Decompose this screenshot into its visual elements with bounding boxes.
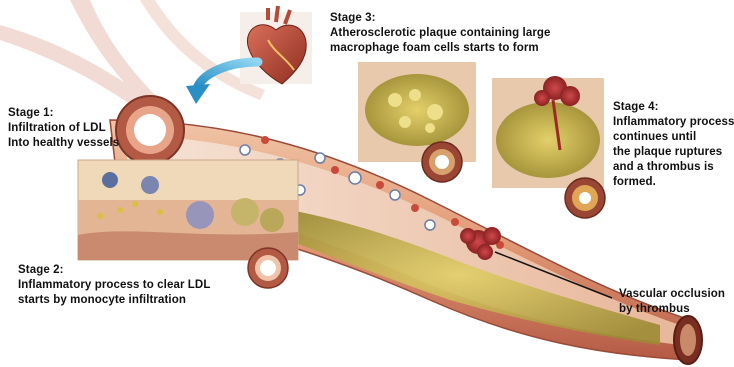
stage3-label-line: macrophage foam cells starts to form: [330, 41, 551, 56]
heart-illustration: [240, 6, 312, 84]
stage1-label-line: Stage 1:: [8, 106, 119, 121]
stage3-inset: [358, 62, 476, 162]
stage3-label-line: Stage 3:: [330, 11, 551, 26]
stage4-vessel-ring: [565, 178, 605, 218]
stage4-label-line: Inflammatory process: [613, 115, 734, 130]
stage2-vessel-ring: [248, 248, 288, 288]
stage1-label-line: Infiltration of LDL: [8, 121, 119, 136]
occlusion-label-line: by thrombus: [619, 302, 725, 317]
stage4-inset: [492, 76, 604, 188]
stage4-label-line: formed.: [613, 175, 734, 190]
stage2-label-line: Stage 2:: [18, 263, 210, 278]
stage1-vessel-ring: [116, 96, 184, 164]
stage1-label-line: Into healthy vessels: [8, 136, 119, 151]
stage2-label-line: Inflammatory process to clear LDL: [18, 278, 210, 293]
occlusion-label: Vascular occlusion by thrombus: [619, 287, 725, 317]
stage3-label: Stage 3: Atherosclerotic plaque containi…: [330, 11, 551, 56]
stage4-label-line: the plaque ruptures: [613, 145, 734, 160]
stage2-label-line: starts by monocyte infiltration: [18, 293, 210, 308]
stage3-vessel-ring: [422, 142, 462, 182]
stage4-label-line: Stage 4:: [613, 100, 734, 115]
stage2-label: Stage 2: Inflammatory process to clear L…: [18, 263, 210, 308]
stage4-label: Stage 4: Inflammatory process continues …: [613, 100, 734, 190]
stage1-label: Stage 1: Infiltration of LDL Into health…: [8, 106, 119, 151]
stage4-label-line: and a thrombus is: [613, 160, 734, 175]
stage2-inset: [78, 160, 298, 260]
stage3-label-line: Atherosclerotic plaque containing large: [330, 26, 551, 41]
stage4-label-line: continues until: [613, 130, 734, 145]
occlusion-label-line: Vascular occlusion: [619, 287, 725, 302]
